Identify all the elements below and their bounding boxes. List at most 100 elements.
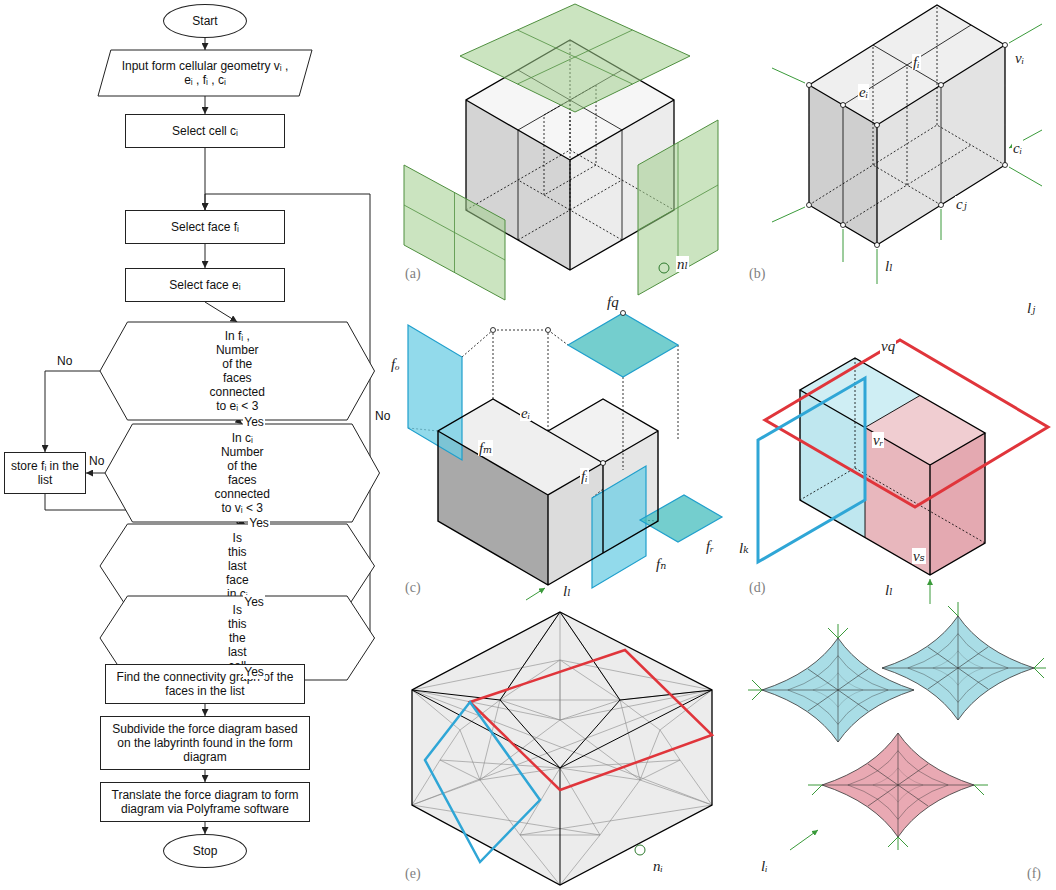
form-cells-figure <box>809 5 1005 225</box>
surface-figure <box>748 602 1046 850</box>
flow-arrow <box>237 420 242 424</box>
selected-faces-figure <box>491 328 496 333</box>
form-cells-figure <box>939 203 944 208</box>
input-parallelogram: Input form cellular geometry vᵢ , eᵢ , f… <box>98 50 312 96</box>
exploded-form-figure <box>404 193 505 273</box>
node-text: Stop <box>193 844 218 858</box>
symbol-label: fₘ <box>478 440 493 456</box>
surface-figure <box>762 638 914 742</box>
force-diagram-figure <box>470 650 712 790</box>
surface-figure <box>882 616 1034 720</box>
node-text: Find the connectivity graph of the faces… <box>111 670 299 698</box>
process-box: Translate the force diagram to form diag… <box>100 782 310 822</box>
cutting-planes-figure <box>765 340 1048 507</box>
symbol-label: cⱼ <box>955 196 968 212</box>
branch-label: Yes <box>243 595 265 609</box>
force-diagram-figure <box>412 612 712 885</box>
selected-faces-figure <box>640 495 722 542</box>
symbol-label: fᵢ <box>912 54 921 70</box>
panel-letter: (c) <box>404 580 422 596</box>
exploded-form-figure <box>638 120 718 295</box>
form-cells-figure <box>843 25 971 225</box>
input-parallelogram <box>98 50 312 96</box>
exploded-form-figure <box>518 30 633 84</box>
flow-arrow <box>205 704 206 716</box>
surface-figure <box>762 638 914 742</box>
exploded-form-figure <box>659 263 669 273</box>
node-label: Subdivide the force diagram based on the… <box>106 722 304 764</box>
force-diagram-figure <box>425 702 540 862</box>
exploded-form-figure <box>404 4 718 300</box>
selected-faces-figure <box>408 311 722 601</box>
node-label: Translate the force diagram to form diag… <box>106 788 304 816</box>
flow-arrow <box>205 38 206 50</box>
form-cells-figure <box>939 83 944 88</box>
symbol-label: vₛ <box>912 548 926 564</box>
selected-faces-figure <box>601 461 606 466</box>
symbol-label: lᵢ <box>760 858 769 874</box>
decision-hexagon <box>100 524 375 608</box>
node-label: store fᵢ in the list <box>10 459 80 487</box>
form-cells-figure <box>1003 163 1008 168</box>
node-text: Select face fᵢ <box>171 220 239 234</box>
cutting-planes-figure <box>865 396 920 538</box>
symbol-label: fq <box>606 294 620 310</box>
surface-figure <box>882 616 1034 720</box>
form-cells-figure <box>807 203 812 208</box>
decision-hexagon <box>105 424 380 522</box>
node-label: Is this last face in cᵢ <box>226 531 249 601</box>
symbol-label: vq <box>880 338 896 354</box>
node-label: Start <box>192 14 217 28</box>
node-label: Is this the last cell <box>228 603 247 673</box>
force-diagram-figure <box>412 612 712 885</box>
selected-faces-figure <box>491 311 626 466</box>
panel-letter: (b) <box>748 266 766 282</box>
symbol-label: vᵢ <box>1014 50 1025 66</box>
symbol-label: nᵢ <box>652 858 664 874</box>
surface-figure <box>822 733 974 837</box>
force-diagram-figure <box>412 612 712 885</box>
node-text: Select face eᵢ <box>169 278 240 292</box>
decision-hexagon: Is this last face in cᵢ <box>100 524 375 608</box>
flow-arrow <box>205 822 206 834</box>
symbol-label: nₗ <box>676 256 689 272</box>
decision-hexagon <box>100 322 375 420</box>
terminal-oval: Stop <box>163 834 247 868</box>
branch-label: No <box>374 409 391 423</box>
form-cells-figure <box>1003 43 1008 48</box>
selected-faces-figure <box>438 399 658 585</box>
node-text: Is this the last cell <box>228 603 247 673</box>
branch-label: Yes <box>248 516 270 530</box>
cutting-planes-figure <box>758 378 865 562</box>
surface-figure <box>822 733 974 837</box>
form-cells-figure <box>772 5 1042 284</box>
node-label: Input form cellular geometry vᵢ , eᵢ , f… <box>120 59 290 87</box>
branch-label: Yes <box>243 415 265 429</box>
surface-figure <box>790 830 818 850</box>
node-text: Subdivide the force diagram based on the… <box>106 722 304 764</box>
panel-letter: (f) <box>1026 866 1042 882</box>
symbol-label: lⱼ <box>1026 300 1036 316</box>
surface-figure <box>822 733 974 837</box>
panel-letter: (e) <box>404 866 422 882</box>
selected-faces-figure <box>621 311 626 316</box>
selected-faces-figure <box>592 466 646 588</box>
node-text: Start <box>192 14 217 28</box>
symbol-label: lₗ <box>562 583 572 599</box>
form-cells-figure <box>841 103 846 108</box>
node-text: Select cell cᵢ <box>172 124 238 138</box>
surface-figure <box>882 616 1034 720</box>
decision-hexagon: In cᵢ Number of the faces connected to v… <box>105 424 380 522</box>
selected-faces-figure <box>548 399 658 463</box>
flow-arrow <box>86 473 105 474</box>
symbol-label: fᵣ <box>705 538 715 554</box>
process-box: Find the connectivity graph of the faces… <box>105 664 305 704</box>
process-box: Subdivide the force diagram based on the… <box>100 716 310 770</box>
exploded-form-figure <box>638 143 718 273</box>
form-cells-figure <box>807 83 812 88</box>
cutting-planes-figure <box>930 433 985 575</box>
selected-faces-figure <box>526 588 545 600</box>
node-text: Translate the force diagram to form diag… <box>106 788 304 816</box>
branch-label: Yes <box>243 665 265 679</box>
